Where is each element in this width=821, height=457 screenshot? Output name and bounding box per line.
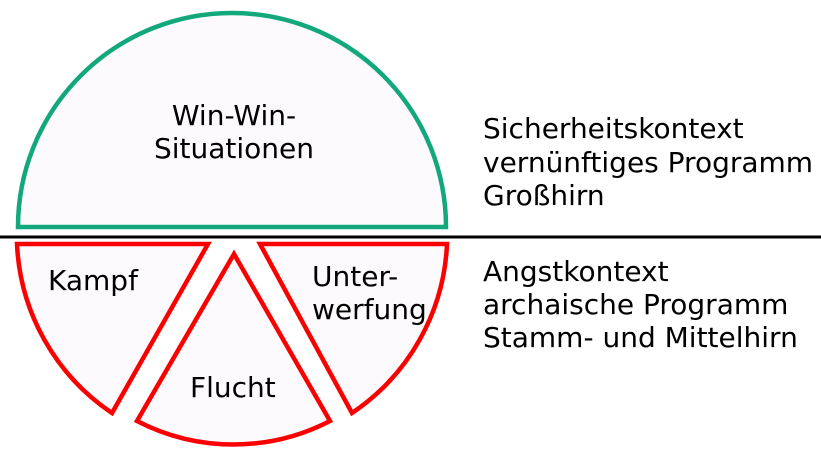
flucht-slice-shape [133,249,334,447]
security-context-line2: vernünftiges Programm [483,146,813,179]
unterwerfung-slice-shape [256,241,450,417]
unterwerfung-label-line1: Unter- [312,260,398,293]
security-context-line3: Großhirn [483,179,605,212]
fear-context-line2: archaische Programm [483,288,788,321]
win-win-semicircle-shape [15,10,449,230]
flucht-label: Flucht [190,371,276,404]
win-win-label-line1: Win-Win- [172,99,296,132]
win-win-label-line2: Situationen [154,132,314,165]
kampf-label: Kampf [48,264,139,297]
fear-context-line1: Angstkontext [483,255,669,288]
fear-context-line3: Stamm- und Mittelhirn [483,321,798,354]
kampf-slice-shape [14,241,212,417]
security-context-line1: Sicherheitskontext [483,112,744,145]
unterwerfung-label-line2: werfung [312,293,427,326]
